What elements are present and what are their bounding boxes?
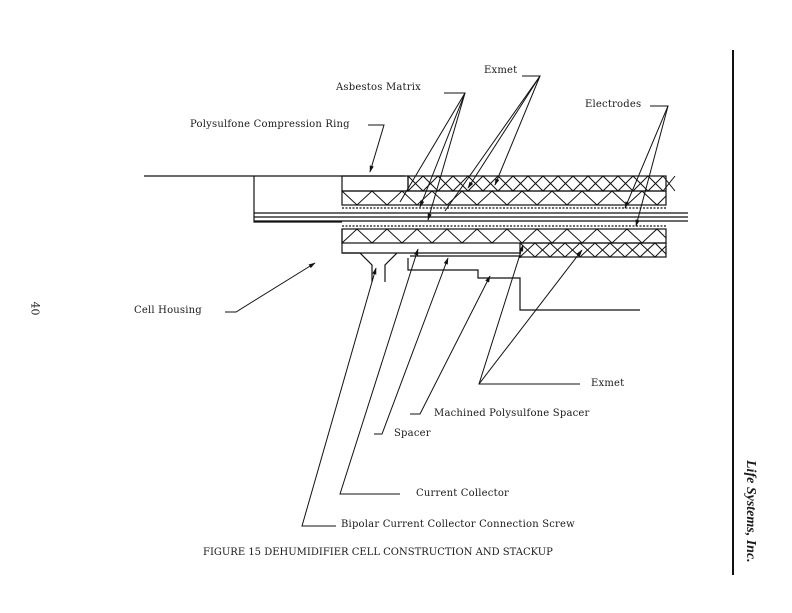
cell-housing-outline xyxy=(144,175,405,223)
label-connection-screw: Bipolar Current Collector Connection Scr… xyxy=(341,519,575,530)
upper-exmet-layer xyxy=(407,175,667,192)
label-asbestos-matrix: Asbestos Matrix xyxy=(336,82,421,93)
leader-asbestos-1 xyxy=(419,92,466,208)
label-electrodes: Electrodes xyxy=(585,99,642,110)
current-collector-outline xyxy=(341,229,520,254)
spacer-outline xyxy=(342,252,398,282)
machined-spacer-outline xyxy=(407,255,640,311)
label-cell-housing: Cell Housing xyxy=(134,305,202,316)
label-machined-spacer: Machined Polysulfone Spacer xyxy=(434,408,590,419)
leader-connection-screw xyxy=(301,267,377,527)
figure-caption: FIGURE 15 DEHUMIDIFIER CELL CONSTRUCTION… xyxy=(203,547,553,558)
leader-electrodes xyxy=(624,105,669,209)
label-exmet-bottom: Exmet xyxy=(591,378,625,389)
leader-exmet-top-1 xyxy=(467,75,541,189)
label-spacer: Spacer xyxy=(394,428,431,439)
label-current-collector: Current Collector xyxy=(416,488,510,499)
leader-spacer xyxy=(374,257,449,435)
leader-exmet-bottom xyxy=(478,244,580,385)
leader-compression-ring xyxy=(368,124,385,173)
upper-matrix-layer xyxy=(341,190,667,206)
label-compression-ring: Polysulfone Compression Ring xyxy=(190,119,350,130)
leader-current-collector xyxy=(339,248,419,495)
leader-machined-spacer xyxy=(410,275,491,415)
lower-matrix-layer xyxy=(341,228,667,244)
brand-text: Life Systems, Inc. xyxy=(743,460,758,563)
label-exmet-top: Exmet xyxy=(484,65,518,76)
leader-cell-housing xyxy=(225,262,316,313)
compression-ring xyxy=(341,175,409,192)
page-number: 40 xyxy=(28,301,42,316)
